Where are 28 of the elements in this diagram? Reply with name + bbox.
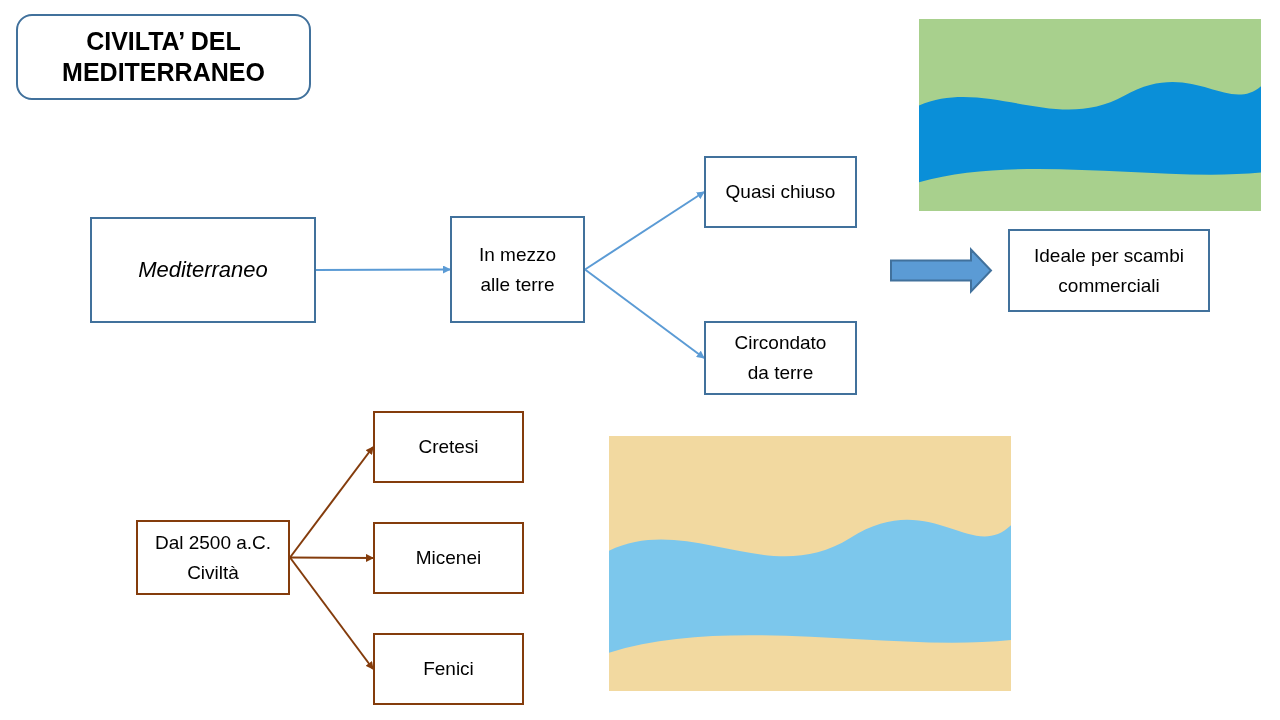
arrow [315,265,451,274]
text-box [373,633,524,705]
text-box [136,520,290,595]
text-box [1008,229,1210,312]
text-box [373,522,524,594]
box-label: Circondato da terre [733,331,828,385]
block-arrow [890,247,993,294]
box-label: Fenici [423,657,474,681]
box-label: Cretesi [418,435,479,459]
box-label: Micenei [415,546,482,570]
arrow [289,556,374,670]
arrow [289,446,374,559]
map-drawing [919,19,1261,211]
text-box [373,411,524,483]
map-drawing [609,436,1011,691]
box-label: Dal 2500 a.C. Civiltà [153,530,273,585]
box-label: Ideale per scambi commerciali [1033,243,1185,298]
box-label: In mezzo alle terre [477,242,558,297]
box-label: Mediterraneo [138,256,268,284]
arrow [584,268,705,359]
text-box [90,217,316,323]
text-box [704,156,857,228]
arrow [289,553,374,562]
title: CIVILTA’ DEL MEDITERRANEO [61,25,266,88]
text-box [450,216,585,323]
arrow [584,191,705,271]
box-label: Quasi chiuso [725,180,836,204]
text-box [704,321,857,395]
